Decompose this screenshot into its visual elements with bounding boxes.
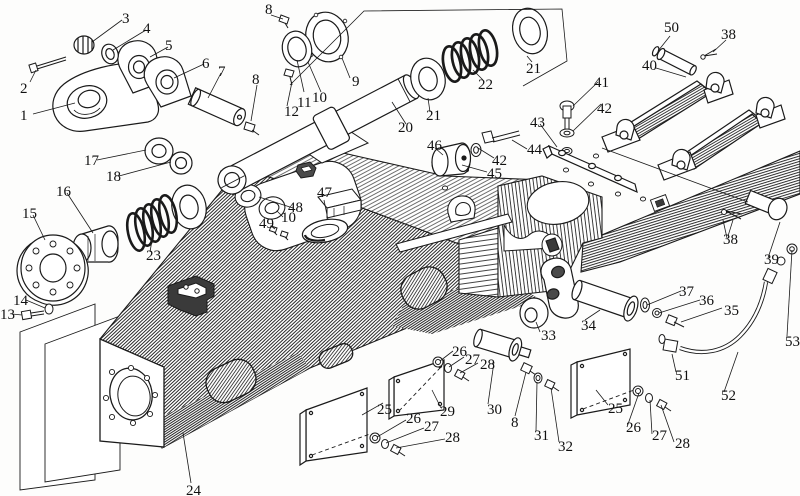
svg-text:45: 45 [487, 166, 502, 182]
svg-text:18: 18 [106, 169, 121, 185]
svg-text:24: 24 [186, 483, 202, 496]
svg-text:21: 21 [526, 61, 541, 77]
svg-text:7: 7 [218, 64, 226, 80]
svg-text:26: 26 [626, 420, 642, 436]
svg-text:14: 14 [13, 293, 29, 309]
svg-text:28: 28 [480, 357, 495, 373]
svg-text:2: 2 [20, 81, 28, 97]
svg-text:47: 47 [317, 185, 333, 201]
svg-text:53: 53 [785, 334, 800, 350]
svg-text:48: 48 [288, 200, 303, 216]
svg-text:35: 35 [724, 303, 739, 319]
svg-text:16: 16 [56, 184, 72, 200]
svg-text:29: 29 [440, 404, 455, 420]
svg-text:38: 38 [723, 232, 738, 248]
svg-text:46: 46 [427, 138, 443, 154]
svg-text:37: 37 [679, 284, 695, 300]
svg-text:40: 40 [642, 58, 657, 74]
svg-text:13: 13 [0, 307, 15, 323]
svg-text:42: 42 [492, 153, 507, 169]
svg-text:11: 11 [297, 95, 311, 111]
svg-text:5: 5 [165, 38, 173, 54]
svg-text:50: 50 [664, 20, 679, 36]
svg-text:20: 20 [398, 120, 413, 136]
svg-text:41: 41 [594, 75, 609, 91]
svg-text:27: 27 [424, 419, 440, 435]
svg-text:25: 25 [377, 402, 392, 418]
svg-text:26: 26 [452, 344, 468, 360]
svg-text:44: 44 [527, 142, 543, 158]
svg-text:8: 8 [511, 415, 519, 431]
svg-text:27: 27 [465, 352, 481, 368]
svg-text:10: 10 [312, 90, 327, 106]
svg-text:3: 3 [122, 11, 130, 27]
svg-text:10: 10 [281, 210, 296, 226]
svg-text:33: 33 [541, 328, 556, 344]
svg-text:17: 17 [84, 153, 100, 169]
svg-text:9: 9 [352, 74, 360, 90]
svg-text:4: 4 [143, 21, 151, 37]
svg-text:52: 52 [721, 388, 736, 404]
svg-text:6: 6 [202, 56, 210, 72]
svg-text:26: 26 [406, 411, 422, 427]
svg-text:28: 28 [675, 436, 690, 452]
svg-text:51: 51 [675, 368, 690, 384]
svg-text:32: 32 [558, 439, 573, 455]
svg-text:8: 8 [252, 72, 260, 88]
svg-text:30: 30 [487, 402, 502, 418]
svg-text:38: 38 [721, 27, 736, 43]
svg-text:36: 36 [699, 293, 715, 309]
svg-text:22: 22 [478, 77, 493, 93]
svg-text:39: 39 [764, 252, 779, 268]
svg-text:25: 25 [608, 401, 623, 417]
svg-text:23: 23 [146, 248, 161, 264]
svg-text:12: 12 [284, 104, 299, 120]
svg-text:15: 15 [22, 206, 37, 222]
svg-text:28: 28 [445, 430, 460, 446]
svg-text:8: 8 [265, 2, 273, 18]
svg-text:21: 21 [426, 108, 441, 124]
svg-text:27: 27 [652, 428, 668, 444]
svg-text:1: 1 [20, 108, 28, 124]
svg-text:43: 43 [530, 115, 545, 131]
svg-text:34: 34 [581, 318, 597, 334]
svg-text:49: 49 [259, 216, 274, 232]
svg-text:42: 42 [597, 101, 612, 117]
svg-text:31: 31 [534, 428, 549, 444]
